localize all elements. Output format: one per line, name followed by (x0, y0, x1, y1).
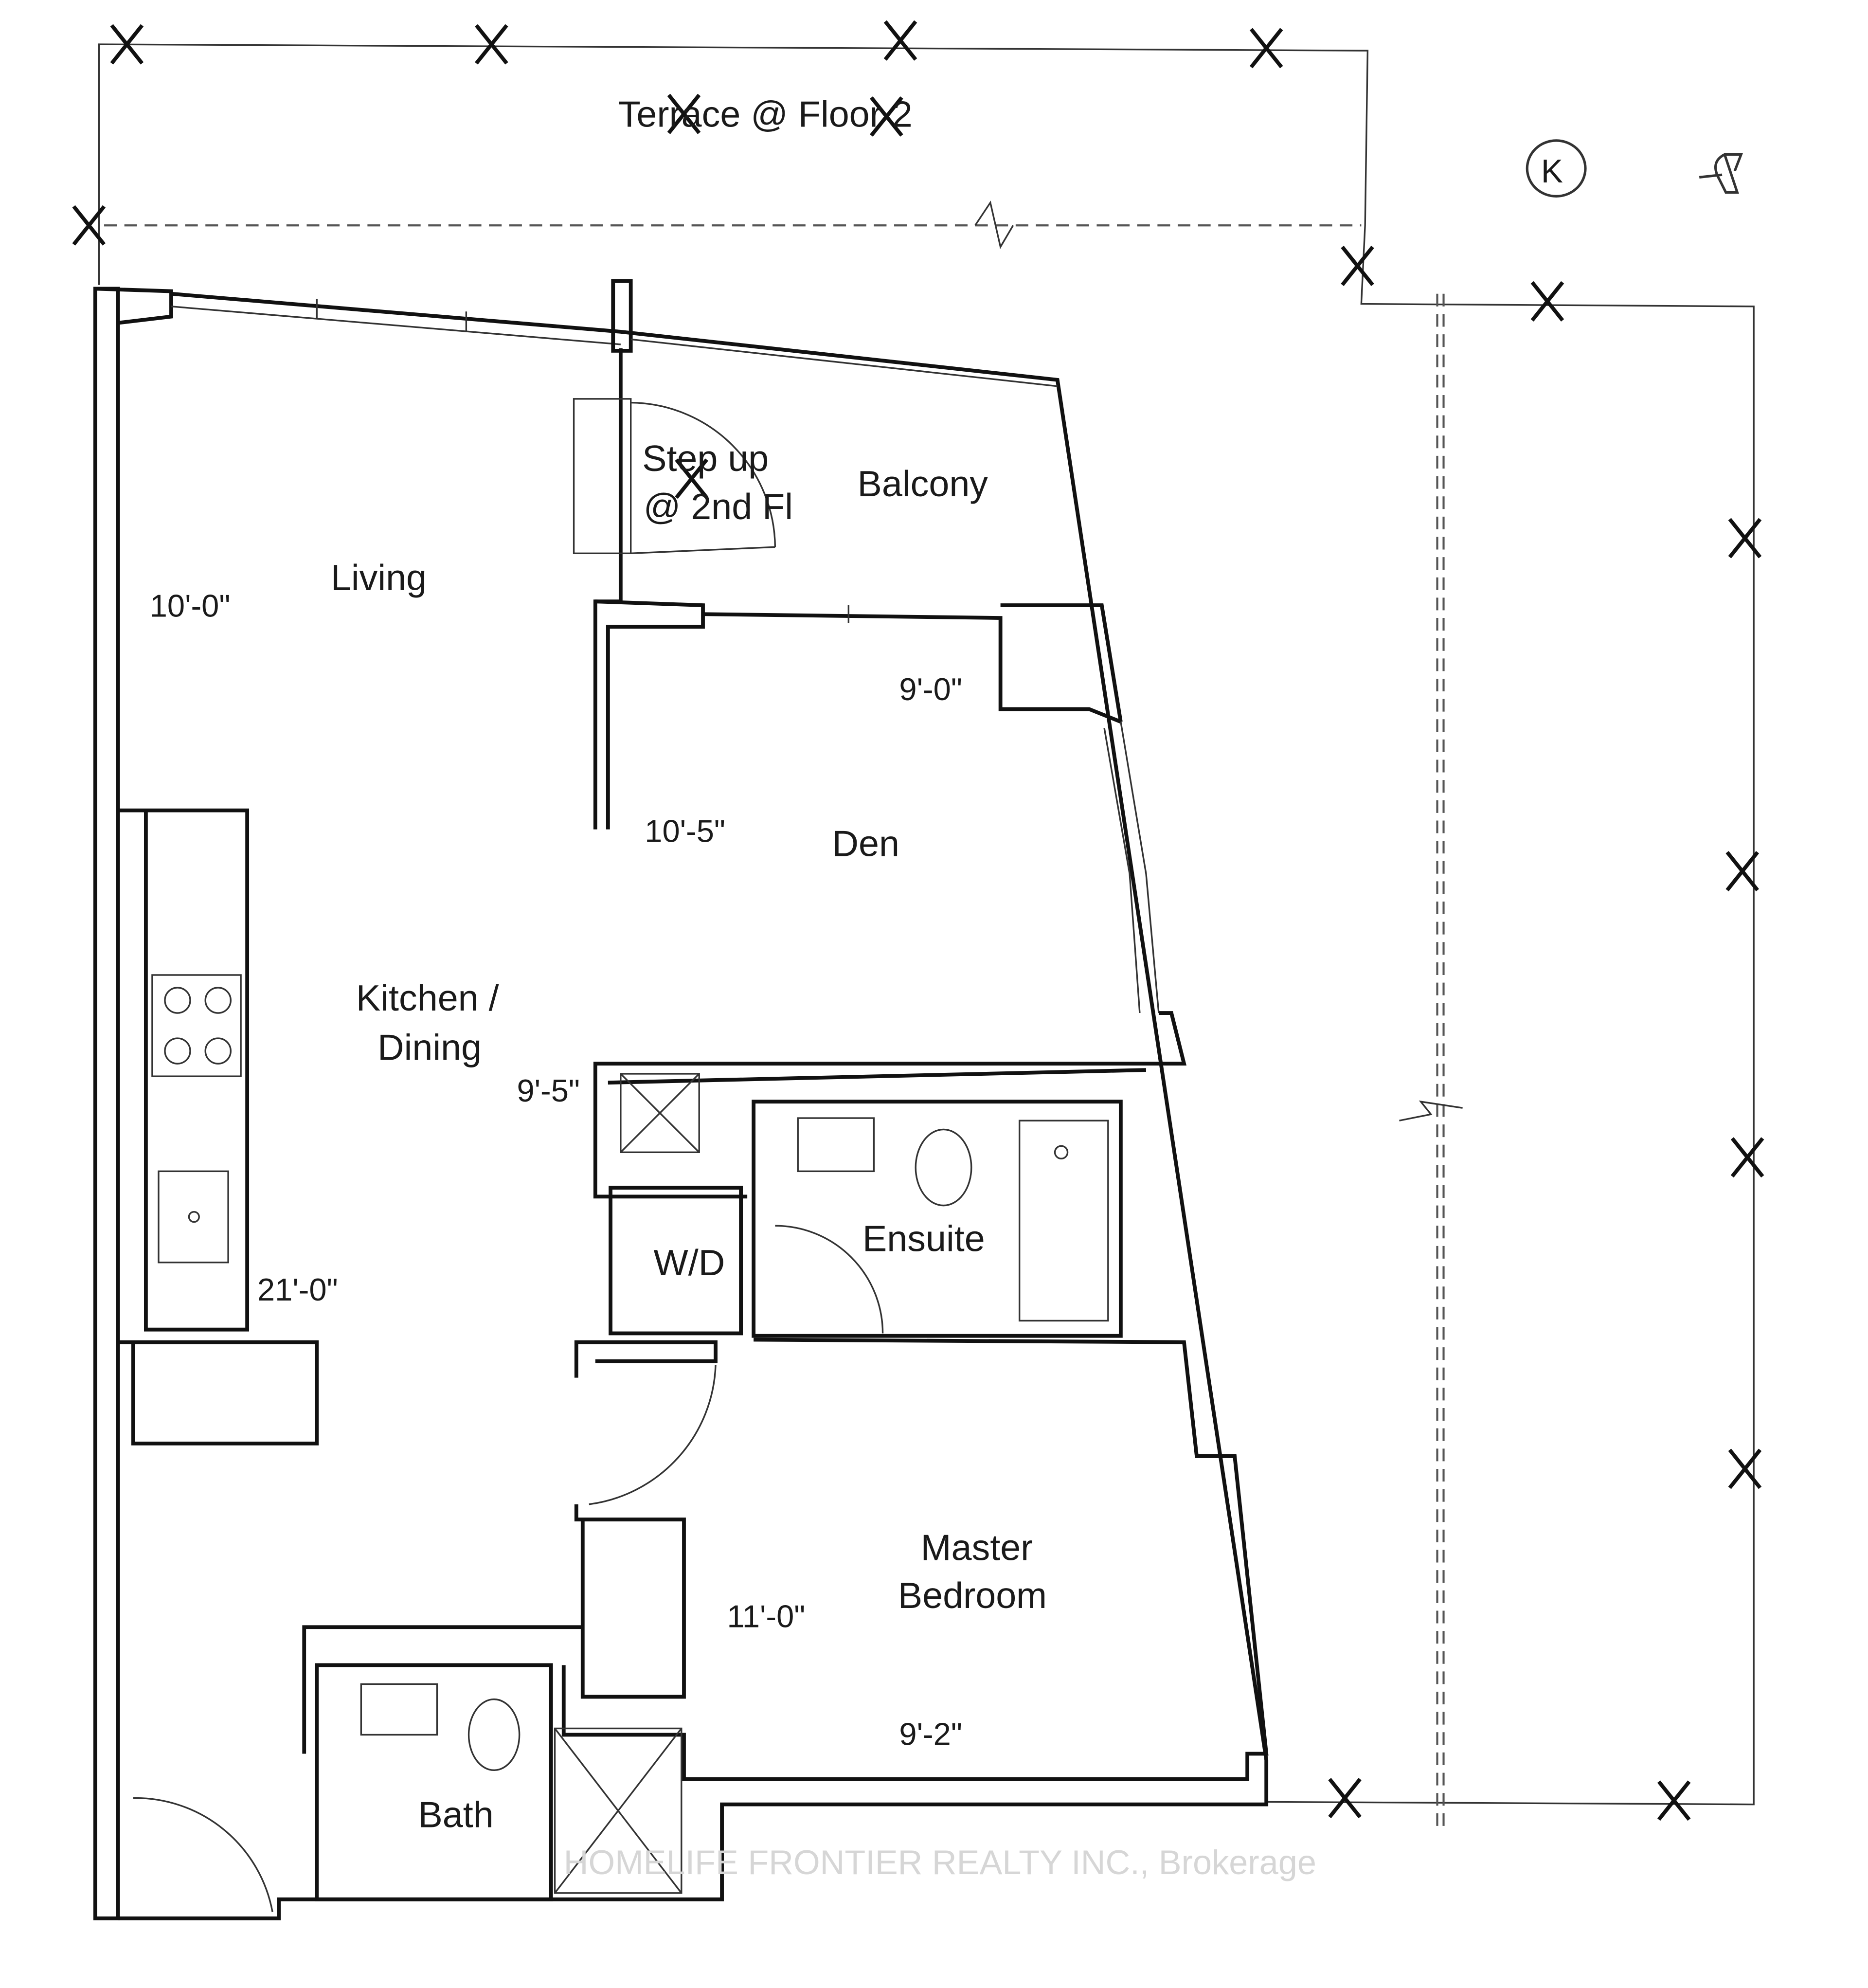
ensuite-sink-icon (797, 1117, 875, 1173)
cooktop-icon (151, 974, 242, 1077)
dining-label: Dining (377, 1027, 482, 1067)
x-marker-icon (1657, 1780, 1691, 1821)
k-circle-symbol: K (1526, 139, 1587, 198)
x-marker-icon (883, 20, 917, 61)
x-marker-icon (667, 93, 701, 134)
ensuite-toilet-icon (915, 1128, 972, 1207)
master-label: Master (921, 1527, 1033, 1568)
step-up-label: Step up (642, 438, 769, 479)
bath-label: Bath (418, 1794, 493, 1835)
x-marker-icon (1730, 1137, 1764, 1178)
kitchen-length-dimension: 21'-0" (257, 1272, 338, 1307)
living-label: Living (331, 557, 427, 598)
bath-toilet-icon (467, 1698, 521, 1771)
kitchen-sink-icon (158, 1170, 229, 1264)
watermark: HOMELIFE FRONTIER REALTY INC., Brokerage (564, 1843, 1316, 1881)
kitchen-width-dimension: 9'-5" (517, 1073, 580, 1108)
x-markers (72, 20, 1764, 1821)
wd-label: W/D (654, 1242, 725, 1283)
x-marker-icon (110, 24, 144, 65)
svg-text:K: K (1541, 153, 1563, 190)
exterior-walls (93, 279, 1269, 1920)
den-length-dimension: 10'-5" (645, 813, 725, 849)
balcony-label: Balcony (858, 463, 988, 504)
x-marker-icon (1328, 1778, 1362, 1819)
x-marker-icon (1725, 851, 1760, 892)
kitchen-label: Kitchen / (356, 977, 499, 1018)
signature-initials-icon (1699, 152, 1743, 194)
terrace-outline (98, 43, 1755, 1830)
x-marker-icon (475, 24, 508, 65)
interior-walls (118, 348, 1269, 1913)
step-up-label-2: @ 2nd Fl (644, 486, 793, 527)
terrace-label: Terrace @ Floor 2 (618, 93, 913, 134)
x-marker-icon (675, 458, 708, 499)
x-marker-icon (1341, 246, 1374, 287)
x-marker-icon (1728, 518, 1762, 559)
bath-sink-icon (360, 1683, 438, 1736)
master-width-dimension: 9'-2" (899, 1716, 962, 1752)
master-length-dimension: 11'-0" (727, 1598, 805, 1634)
x-marker-icon (1530, 281, 1564, 322)
fixtures (151, 974, 1109, 1771)
bathtub-icon (1018, 1120, 1109, 1322)
x-marker-icon (1728, 1448, 1762, 1489)
ensuite-label: Ensuite (862, 1218, 985, 1259)
x-marker-icon (870, 96, 903, 137)
x-marker-icon (72, 205, 106, 246)
bedroom-label: Bedroom (898, 1575, 1047, 1616)
den-width-dimension: 9'-0" (899, 671, 962, 707)
closet-x-icon (620, 1073, 700, 1154)
x-marker-icon (1249, 28, 1283, 69)
den-label: Den (832, 823, 899, 864)
living-dimension: 10'-0" (150, 588, 231, 623)
